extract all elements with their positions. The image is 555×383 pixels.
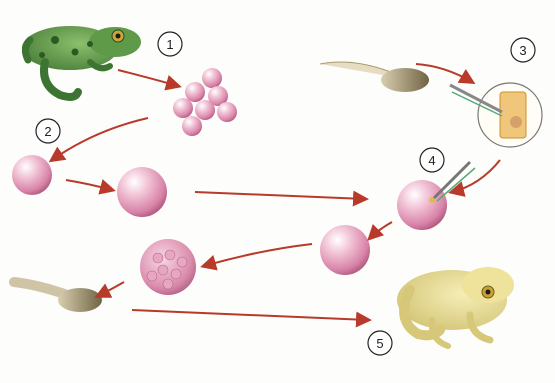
dividing-egg xyxy=(320,225,370,275)
nucleus-transfer-egg xyxy=(397,162,475,230)
tadpole-donor xyxy=(320,62,429,92)
arrow-enucleated-to-transfer xyxy=(195,192,365,199)
arrow-tadpole-to-frog xyxy=(132,310,368,320)
egg-cell-left xyxy=(12,155,52,195)
arrow-transfer-to-dividing xyxy=(370,222,392,238)
arrow-blastula-to-tadpole xyxy=(98,282,124,296)
arrow-cell-to-egg xyxy=(452,160,500,192)
green-frog-image xyxy=(22,26,141,97)
step-label-1: 1 xyxy=(158,32,182,56)
enucleated-egg xyxy=(117,167,167,217)
step-label-3: 3 xyxy=(511,38,535,62)
svg-text:3: 3 xyxy=(519,43,526,58)
blastula xyxy=(140,239,196,295)
svg-text:5: 5 xyxy=(376,336,383,351)
svg-text:1: 1 xyxy=(166,37,173,52)
svg-text:2: 2 xyxy=(44,124,51,139)
step-label-5: 5 xyxy=(368,331,392,355)
arrow-dividing-to-blastula xyxy=(204,244,312,266)
intestinal-cell-callout xyxy=(450,83,542,147)
egg-cluster xyxy=(173,68,237,136)
step-label-4: 4 xyxy=(420,148,444,172)
arrow-eggs-to-single xyxy=(52,118,148,160)
tadpole-clone xyxy=(14,282,102,312)
arrow-frog-to-eggs xyxy=(118,70,178,86)
yellow-frog-image xyxy=(397,267,514,346)
svg-text:4: 4 xyxy=(428,153,435,168)
step-label-2: 2 xyxy=(36,119,60,143)
arrow-egg-to-enucleated xyxy=(66,180,112,190)
